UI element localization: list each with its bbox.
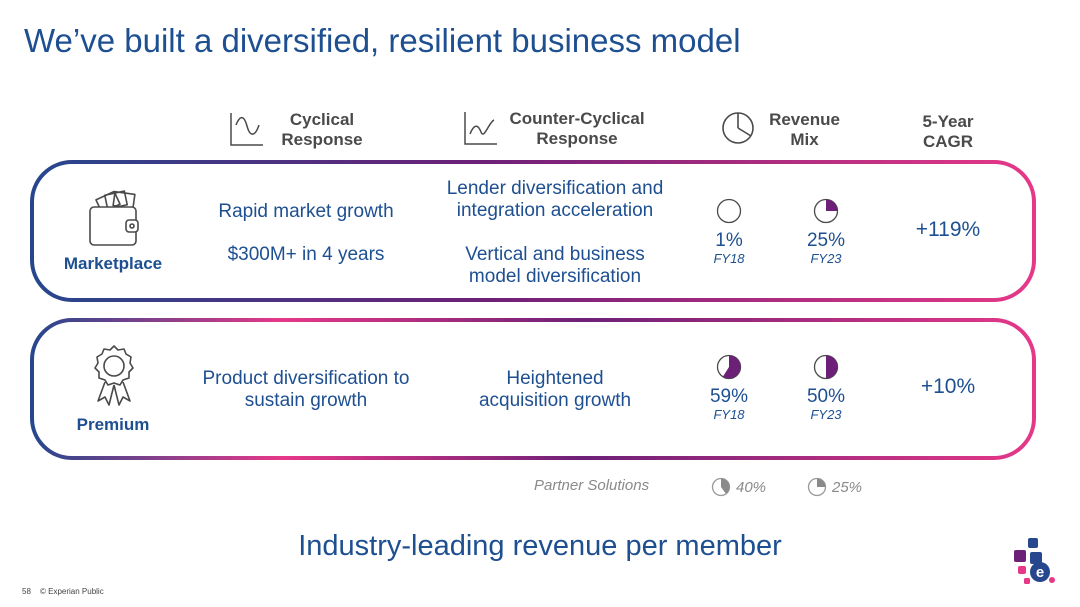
- svg-text:e: e: [1036, 564, 1044, 581]
- marketplace-fy23-value: 25%: [806, 230, 846, 251]
- pie-chart-icon: [722, 112, 754, 144]
- marketplace-counter-2-line1: Vertical and business: [465, 244, 645, 265]
- premium-counter-line1: Heightened: [506, 368, 604, 389]
- premium-row-frame: [30, 318, 1036, 460]
- award-ribbon-icon: [94, 345, 134, 406]
- premium-cyclical: Product diversification to sustain growt…: [186, 368, 426, 412]
- marketplace-fy23-year: FY23: [810, 251, 842, 266]
- marketplace-cyclical-1: Rapid market growth: [218, 201, 394, 222]
- partner-fy18-pie: [711, 477, 731, 497]
- premium-fy23-pie: [813, 354, 839, 380]
- premium-fy18-year: FY18: [713, 407, 745, 422]
- premium-label: Premium: [76, 415, 150, 434]
- marketplace-cagr: +119%: [915, 218, 981, 241]
- marketplace-fy18-pie: [716, 198, 742, 224]
- wallet-icon: [89, 190, 139, 246]
- pie-slice: [826, 199, 838, 211]
- pie-slice: [826, 355, 838, 379]
- inverse-wave-chart-icon: [464, 112, 497, 145]
- marketplace-counter-2: Vertical and business model diversificat…: [425, 244, 685, 288]
- premium-cyclical-line1: Product diversification to: [202, 368, 410, 389]
- header-mix-line1: Revenue: [769, 110, 840, 129]
- pie-slice: [817, 478, 826, 487]
- premium-counter: Heightened acquisition growth: [445, 368, 665, 412]
- marketplace-counter-1: Lender diversification and integration a…: [425, 178, 685, 222]
- marketplace-counter-1-line2: integration acceleration: [456, 200, 654, 221]
- premium-counter-line2: acquisition growth: [478, 390, 632, 411]
- page-title: We’ve built a diversified, resilient bus…: [24, 22, 741, 59]
- premium-fy18-pie: [716, 354, 742, 380]
- tagline: Industry-leading revenue per member: [298, 530, 782, 562]
- premium-fy18-value: 59%: [709, 386, 749, 407]
- experian-logo: e: [1014, 538, 1055, 584]
- marketplace-fy23-pie: [813, 198, 839, 224]
- pie-slice: [721, 478, 730, 494]
- classification-label: © Experian Public: [40, 587, 104, 596]
- marketplace-fy18-value: 1%: [715, 230, 743, 251]
- header-counter-line2: Response: [536, 129, 618, 148]
- header-cyclical-line1: Cyclical: [289, 110, 355, 129]
- marketplace-cyclical-2: $300M+ in 4 years: [227, 244, 385, 265]
- marketplace-row-frame: [30, 160, 1036, 302]
- header-mix-line2: Mix: [790, 130, 819, 149]
- wave-chart-icon: [230, 113, 263, 146]
- page-number: 58: [22, 587, 31, 596]
- premium-cagr: +10%: [920, 375, 976, 398]
- header-cyclical: Cyclical Response: [262, 110, 382, 150]
- premium-fy23-value: 50%: [806, 386, 846, 407]
- marketplace-counter-2-line2: model diversification: [468, 266, 642, 287]
- header-cagr: 5-Year CAGR: [898, 112, 998, 152]
- pie-slice: [722, 355, 741, 379]
- premium-fy23-year: FY23: [810, 407, 842, 422]
- partner-fy23-pie: [807, 477, 827, 497]
- partner-solutions-label: Partner Solutions: [534, 477, 650, 494]
- header-cagr-line1: 5-Year: [922, 112, 974, 131]
- header-counter-line1: Counter-Cyclical: [509, 109, 645, 128]
- header-counter: Counter-Cyclical Response: [496, 109, 658, 149]
- partner-fy23-value: 25%: [832, 479, 863, 496]
- marketplace-label: Marketplace: [63, 254, 163, 273]
- header-cagr-line2: CAGR: [922, 132, 974, 151]
- partner-fy18-value: 40%: [736, 479, 767, 496]
- header-revenue-mix: Revenue Mix: [757, 110, 852, 150]
- marketplace-counter-1-line1: Lender diversification and: [446, 178, 664, 199]
- marketplace-fy18-year: FY18: [713, 251, 745, 266]
- premium-cyclical-line2: sustain growth: [244, 390, 368, 411]
- header-cyclical-line2: Response: [281, 130, 363, 149]
